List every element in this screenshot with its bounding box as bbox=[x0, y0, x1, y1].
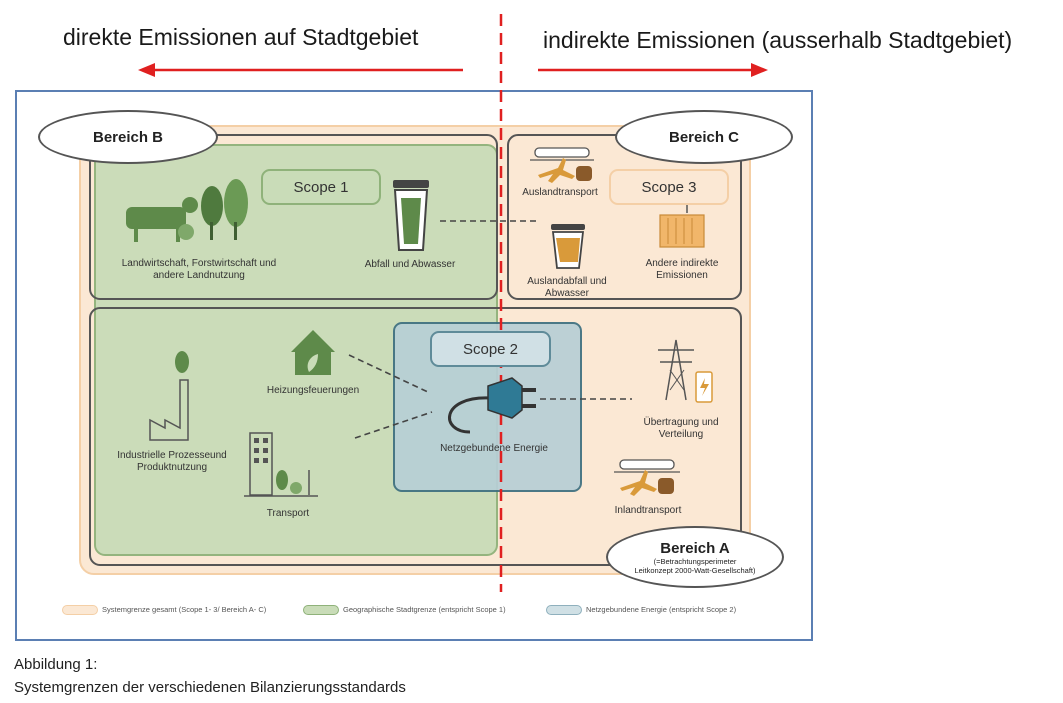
label-auslandtransport: Auslandtransport bbox=[522, 187, 598, 198]
bereich-a-title: Bereich A bbox=[660, 539, 730, 557]
label-abfall: Abfall und Abwasser bbox=[364, 259, 456, 270]
bereich-b-box bbox=[89, 134, 498, 300]
label-landwirtschaft-line2: andere Landnutzung bbox=[153, 270, 245, 281]
label-auslandabfall-line1: Auslandabfall und bbox=[527, 276, 607, 287]
figure-caption-title: Systemgrenzen der verschiedenen Bilanzie… bbox=[14, 679, 406, 696]
plug-icon bbox=[448, 377, 536, 434]
label-landwirtschaft: Landwirtschaft, Forstwirtschaft und ande… bbox=[104, 258, 294, 282]
connector-transport bbox=[354, 411, 433, 439]
waste-bin-icon bbox=[393, 180, 429, 251]
label-landwirtschaft-line1: Landwirtschaft, Forstwirtschaft und bbox=[121, 258, 277, 269]
bereich-b-label: Bereich B bbox=[38, 110, 218, 164]
agriculture-icon bbox=[126, 179, 248, 242]
bereich-a-box bbox=[89, 307, 742, 566]
header-indirect-emissions: indirekte Emissionen (ausserhalb Stadtge… bbox=[543, 27, 1013, 53]
legend-swatch-green bbox=[303, 605, 339, 616]
inland-transport-icon bbox=[614, 459, 680, 496]
label-transport: Transport bbox=[266, 508, 310, 519]
factory-icon bbox=[149, 351, 189, 441]
label-uebertragung-line1: Übertragung und bbox=[643, 417, 719, 428]
label-andere-line2: Emissionen bbox=[656, 270, 708, 281]
city-transport-icon bbox=[244, 432, 318, 497]
figure-caption-number: Abbildung 1: bbox=[14, 656, 98, 673]
label-inlandtransport: Inlandtransport bbox=[614, 505, 682, 516]
right-arrow bbox=[538, 63, 768, 77]
label-industrie-line2: Produktnutzung bbox=[136, 462, 208, 473]
label-heizung: Heizungsfeuerungen bbox=[266, 385, 360, 396]
legend-text-network: Netzgebundene Energie (entspricht Scope … bbox=[586, 605, 737, 614]
scope-3-label: Scope 3 bbox=[609, 169, 729, 205]
connector-heizung bbox=[348, 354, 431, 394]
bereich-a-subtitle-2: Leitkonzept 2000-Watt-Gesellschaft) bbox=[634, 565, 756, 575]
foreign-waste-bin-icon bbox=[551, 224, 585, 269]
bereich-a-subtitle-1: (=Betrachtungsperimeter bbox=[653, 556, 737, 566]
label-industrie: Industrielle Prozesseund Produktnutzung bbox=[104, 450, 240, 474]
label-uebertragung: Übertragung und Verteilung bbox=[626, 417, 736, 441]
house-icon bbox=[291, 330, 335, 375]
left-arrow bbox=[138, 63, 463, 77]
legend-text-city: Geographische Stadtgrenze (entspricht Sc… bbox=[343, 605, 506, 614]
scope-2-label: Scope 2 bbox=[430, 331, 551, 367]
label-andere-emissionen: Andere indirekte Emissionen bbox=[630, 258, 734, 282]
bereich-c-label: Bereich C bbox=[615, 110, 793, 164]
label-andere-line1: Andere indirekte bbox=[645, 258, 719, 269]
legend-swatch-blue bbox=[546, 605, 582, 616]
header-direct-emissions: direkte Emissionen auf Stadtgebiet bbox=[63, 24, 419, 50]
label-uebertragung-line2: Verteilung bbox=[658, 429, 704, 440]
container-icon bbox=[659, 205, 705, 248]
label-auslandabfall-line2: Abwasser bbox=[545, 288, 589, 299]
legend-swatch-orange bbox=[62, 605, 98, 616]
bereich-a-label: Bereich A (=Betrachtungsperimeter Leitko… bbox=[606, 526, 784, 588]
scope-1-label: Scope 1 bbox=[261, 169, 381, 205]
legend-item-system: Systemgrenze gesamt (Scope 1- 3/ Bereich… bbox=[62, 605, 267, 616]
label-auslandabfall: Auslandabfall und Abwasser bbox=[515, 276, 619, 300]
power-tower-icon bbox=[658, 339, 713, 403]
label-netz: Netzgebundene Energie bbox=[440, 443, 548, 454]
legend-item-city: Geographische Stadtgrenze (entspricht Sc… bbox=[303, 605, 506, 616]
foreign-transport-icon bbox=[530, 147, 594, 183]
legend-text-system: Systemgrenze gesamt (Scope 1- 3/ Bereich… bbox=[102, 605, 267, 614]
label-industrie-line1: Industrielle Prozesseund bbox=[117, 450, 227, 461]
legend-item-network: Netzgebundene Energie (entspricht Scope … bbox=[546, 605, 737, 616]
